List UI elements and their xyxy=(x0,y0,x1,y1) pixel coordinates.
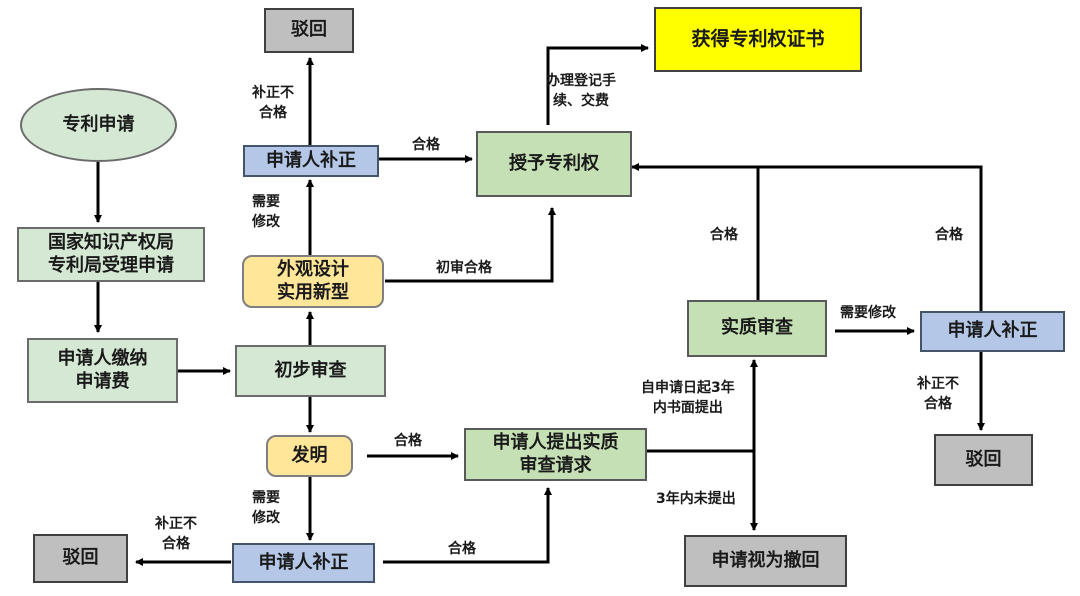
node-correction-bottom: 申请人补正 xyxy=(232,543,375,583)
node-deemed-withdrawn: 申请视为撤回 xyxy=(684,535,847,587)
label-prelim-pass: 初审合格 xyxy=(436,260,492,276)
edge-correction-bottom-to-request xyxy=(383,487,552,564)
label-bottom-pass: 合格 xyxy=(448,541,476,557)
node-design-utility: 外观设计 实用新型 xyxy=(242,255,384,308)
node-correction-right: 申请人补正 xyxy=(920,311,1065,352)
node-substantive-request: 申请人提出实质 审查请求 xyxy=(464,428,647,481)
node-patent-application: 专利申请 xyxy=(20,88,177,162)
label-subst-need-modify: 需要修改 xyxy=(840,305,896,321)
node-invention: 发明 xyxy=(266,435,353,477)
label-within-3y: 自申请日起3年 内书面提出 xyxy=(641,380,735,416)
node-reject-top: 驳回 xyxy=(264,8,354,53)
label-right-pass: 合格 xyxy=(935,227,963,243)
node-preliminary-exam: 初步审查 xyxy=(235,345,386,397)
node-certificate: 获得专利权证书 xyxy=(654,7,862,72)
node-cnipa-accept: 国家知识产权局 专利局受理申请 xyxy=(17,227,205,282)
label-register-fee: 办理登记手 续、交费 xyxy=(546,73,616,109)
label-bottom-fail: 补正不 合格 xyxy=(155,516,197,552)
edge-top-right-to-grant xyxy=(631,163,983,318)
label-invention-pass: 合格 xyxy=(394,433,422,449)
label-top-pass: 合格 xyxy=(412,137,440,153)
label-top-need-modify: 需要 修改 xyxy=(252,194,280,230)
edge-grant-to-certificate xyxy=(546,44,649,125)
node-grant-patent: 授予专利权 xyxy=(476,131,632,197)
node-reject-right: 驳回 xyxy=(934,434,1033,486)
node-reject-bottom: 驳回 xyxy=(33,534,128,583)
label-not-within-3y: 3年内未提出 xyxy=(656,491,736,507)
label-top-fail: 补正不 合格 xyxy=(252,85,294,121)
node-pay-fee: 申请人缴纳 申请费 xyxy=(27,338,178,403)
node-substantive-exam: 实质审查 xyxy=(687,300,827,357)
label-invention-need-modify: 需要 修改 xyxy=(252,490,280,526)
edge-design-to-grant xyxy=(385,207,556,283)
label-right-fail: 补正不 合格 xyxy=(917,376,959,412)
label-subst-pass: 合格 xyxy=(710,227,738,243)
node-correction-top: 申请人补正 xyxy=(243,145,379,177)
